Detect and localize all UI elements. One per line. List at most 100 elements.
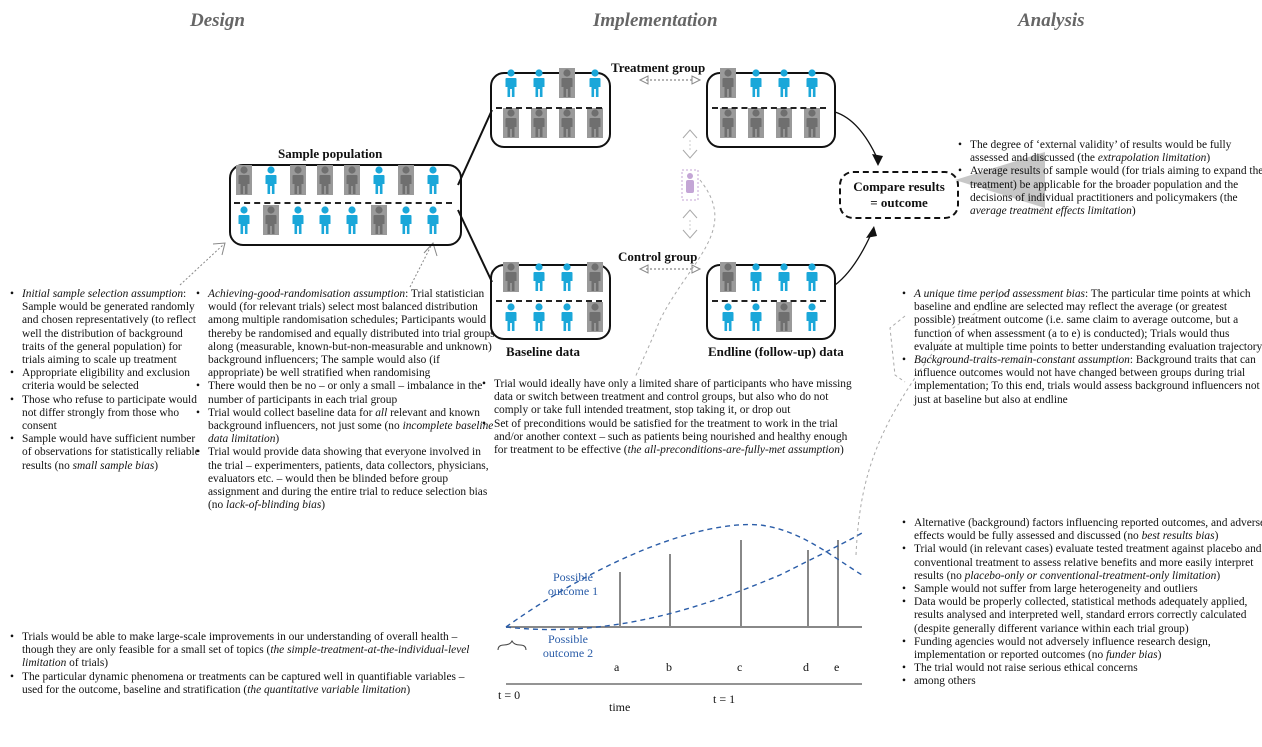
untreated-person-icon — [398, 165, 414, 195]
untreated-person-icon — [587, 262, 603, 292]
untreated-person-icon — [720, 68, 736, 98]
switch-arrow-up — [682, 129, 698, 139]
treated-person-icon — [371, 165, 387, 195]
design-middle-bullets: Achieving-good-randomisation assumption:… — [194, 288, 496, 512]
treated-person-icon — [425, 165, 441, 195]
untreated-person-icon — [776, 108, 792, 138]
timeline-chart — [497, 523, 863, 685]
untreated-person-icon — [748, 108, 764, 138]
bullet-item: Trial would (in relevant cases) evaluate… — [902, 543, 1262, 583]
bullet-item: A unique time period assessment bias: Th… — [902, 288, 1262, 354]
bullet-item: Initial sample selection assumption: Sam… — [10, 288, 202, 367]
outcome-1-curve — [505, 523, 863, 628]
pointer-randomisation — [409, 243, 433, 288]
bullet-item: The particular dynamic phenomena or trea… — [10, 671, 482, 697]
treated-person-icon — [748, 302, 764, 332]
treated-person-icon — [344, 205, 360, 235]
treated-person-icon — [531, 302, 547, 332]
implementation-bullets: Trial would ideally have only a limited … — [480, 378, 854, 457]
treatment-baseline-box — [490, 72, 611, 148]
analysis-heading: Analysis — [1018, 10, 1085, 31]
untreated-person-icon — [503, 262, 519, 292]
bullet-item: Sample would have sufficient number of o… — [10, 433, 202, 473]
treated-person-icon — [531, 68, 547, 98]
treatment-baseline-grid — [503, 68, 603, 138]
timepoint-d: d — [803, 660, 809, 674]
treated-person-icon — [531, 262, 547, 292]
bullet-item: Set of preconditions would be satisfied … — [482, 418, 854, 458]
compare-results-box: Compare results = outcome — [839, 171, 959, 219]
treated-person-icon — [559, 262, 575, 292]
analysis-middle-bullets: A unique time period assessment bias: Th… — [900, 288, 1262, 407]
bullet-item: There would then be no – or only a small… — [196, 380, 496, 406]
bullet-item: Those who refuse to participate would no… — [10, 394, 202, 434]
treated-person-icon — [317, 205, 333, 235]
outcome-1-label: Possible outcome 1 — [547, 570, 599, 598]
connector-sample-treatment — [457, 109, 493, 186]
treated-person-icon — [503, 302, 519, 332]
untreated-person-icon — [559, 108, 575, 138]
sample-population-label: Sample population — [278, 146, 383, 161]
untreated-person-icon — [290, 165, 306, 195]
bullet-item: Trial would provide data showing that ev… — [196, 446, 496, 512]
t1-label: t = 1 — [713, 692, 736, 706]
bullet-item: Trial would ideally have only a limited … — [482, 378, 854, 418]
treated-person-icon — [748, 262, 764, 292]
bullet-item: Alternative (background) factors influen… — [902, 517, 1262, 543]
treated-person-icon — [804, 302, 820, 332]
bullet-item: Funding agencies would not adversely inf… — [902, 636, 1262, 662]
bullet-item: Trial would collect baseline data for al… — [196, 407, 496, 447]
untreated-person-icon — [503, 108, 519, 138]
outcome-2-curve — [505, 532, 863, 631]
sample-divider — [234, 202, 452, 204]
time-axis-label: time — [609, 700, 631, 714]
implementation-heading: Implementation — [593, 10, 718, 31]
analysis-bottom-bullets: Alternative (background) factors influen… — [900, 517, 1262, 689]
design-left-bullets: Initial sample selection assumption: Sam… — [8, 288, 202, 473]
treated-person-icon — [804, 68, 820, 98]
untreated-person-icon — [587, 108, 603, 138]
untreated-person-icon — [804, 108, 820, 138]
analysis-top-bullets: The degree of ‘external validity’ of res… — [956, 139, 1262, 218]
control-baseline-divider — [496, 300, 602, 302]
untreated-person-icon — [720, 262, 736, 292]
arrowhead-treatment — [872, 154, 883, 166]
arrow-control-compare — [834, 231, 873, 286]
treated-person-icon — [503, 68, 519, 98]
bullet-item: Achieving-good-randomisation assumption:… — [196, 288, 496, 380]
timepoint-a: a — [614, 660, 620, 674]
untreated-person-icon — [587, 302, 603, 332]
untreated-person-icon — [531, 108, 547, 138]
untreated-person-icon — [344, 165, 360, 195]
connector-sample-control — [457, 209, 493, 283]
t0-brace — [497, 639, 527, 651]
compare-results-line2: = outcome — [870, 195, 928, 210]
bullet-item: Sample would not suffer from large heter… — [902, 583, 1262, 596]
switcher-icon — [687, 173, 693, 179]
treated-person-icon — [425, 205, 441, 235]
control-group-label: Control group — [618, 249, 698, 264]
treatment-group-label: Treatment group — [611, 60, 706, 75]
outcome-2-label: Possible outcome 2 — [542, 632, 594, 660]
untreated-person-icon — [236, 165, 252, 195]
bullet-item: Average results of sample would (for tri… — [958, 165, 1262, 218]
treatment-endline-divider — [712, 107, 826, 109]
treated-person-icon — [587, 68, 603, 98]
arrowhead-control — [866, 226, 877, 238]
bullet-item: The trial would not raise serious ethica… — [902, 662, 1262, 675]
treated-person-icon — [263, 165, 279, 195]
treated-person-icon — [776, 68, 792, 98]
control-endline-box — [706, 264, 836, 340]
untreated-person-icon — [317, 165, 333, 195]
bullet-item: Data would be properly collected, statis… — [902, 596, 1262, 636]
treated-person-icon — [776, 262, 792, 292]
switcher-box — [681, 169, 699, 201]
treated-person-icon — [290, 205, 306, 235]
untreated-person-icon — [371, 205, 387, 235]
treatment-baseline-divider — [496, 107, 602, 109]
baseline-data-label: Baseline data — [506, 344, 581, 359]
timepoint-e: e — [834, 660, 840, 674]
arrow-treatment-compare — [834, 111, 879, 161]
sample-population-grid — [236, 165, 441, 235]
endline-data-label: Endline (follow-up) data — [708, 344, 844, 359]
